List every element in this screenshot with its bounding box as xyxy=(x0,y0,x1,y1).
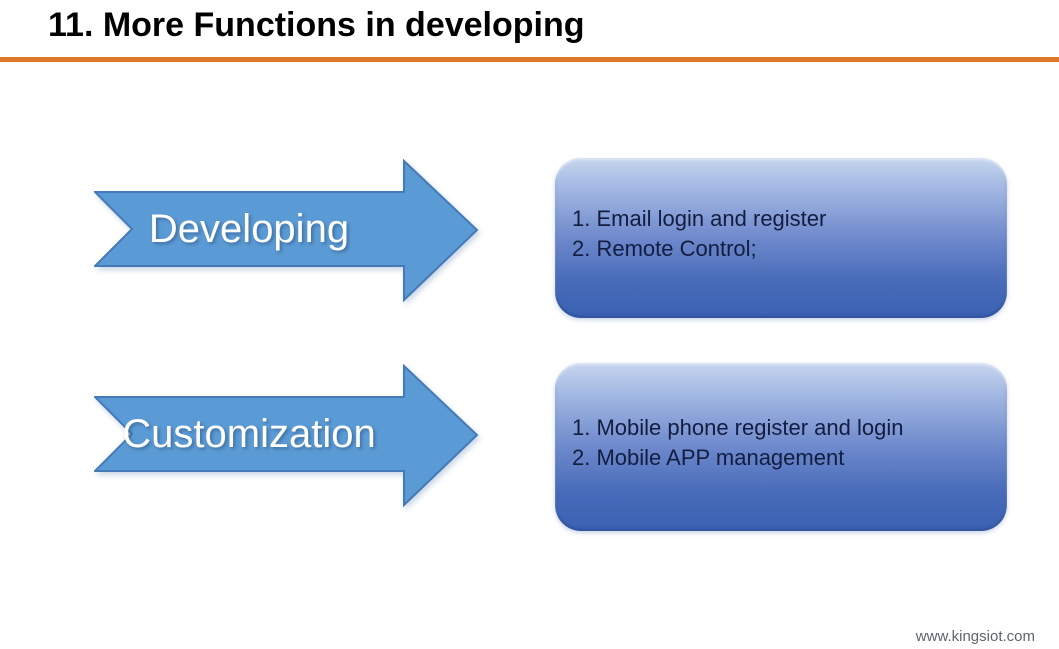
right-arrow-polygon xyxy=(94,158,479,303)
accent-divider xyxy=(0,57,1059,62)
info-line: 2. Mobile APP management xyxy=(572,445,845,470)
page-title: 11. More Functions in developing xyxy=(48,6,585,44)
footer-website-text: www.kingsiot.com xyxy=(915,628,1035,645)
arrow-shape-customization: Customization xyxy=(94,363,480,508)
info-box-customization: 1. Mobile phone register and login 2. Mo… xyxy=(555,363,1007,531)
info-box-developing: 1. Email login and register 2. Remote Co… xyxy=(555,158,1007,318)
arrow-label-customization: Customization xyxy=(122,411,376,456)
info-line: 2. Remote Control; xyxy=(572,236,757,261)
arrow-label-developing: Developing xyxy=(148,206,350,251)
arrow-shape-developing: Developing xyxy=(94,158,480,303)
right-arrow-icon xyxy=(94,363,479,508)
right-arrow-icon xyxy=(94,158,479,303)
info-line: 1. Email login and register xyxy=(572,206,827,231)
info-line: 1. Mobile phone register and login xyxy=(572,415,904,440)
right-arrow-polygon xyxy=(94,363,479,508)
